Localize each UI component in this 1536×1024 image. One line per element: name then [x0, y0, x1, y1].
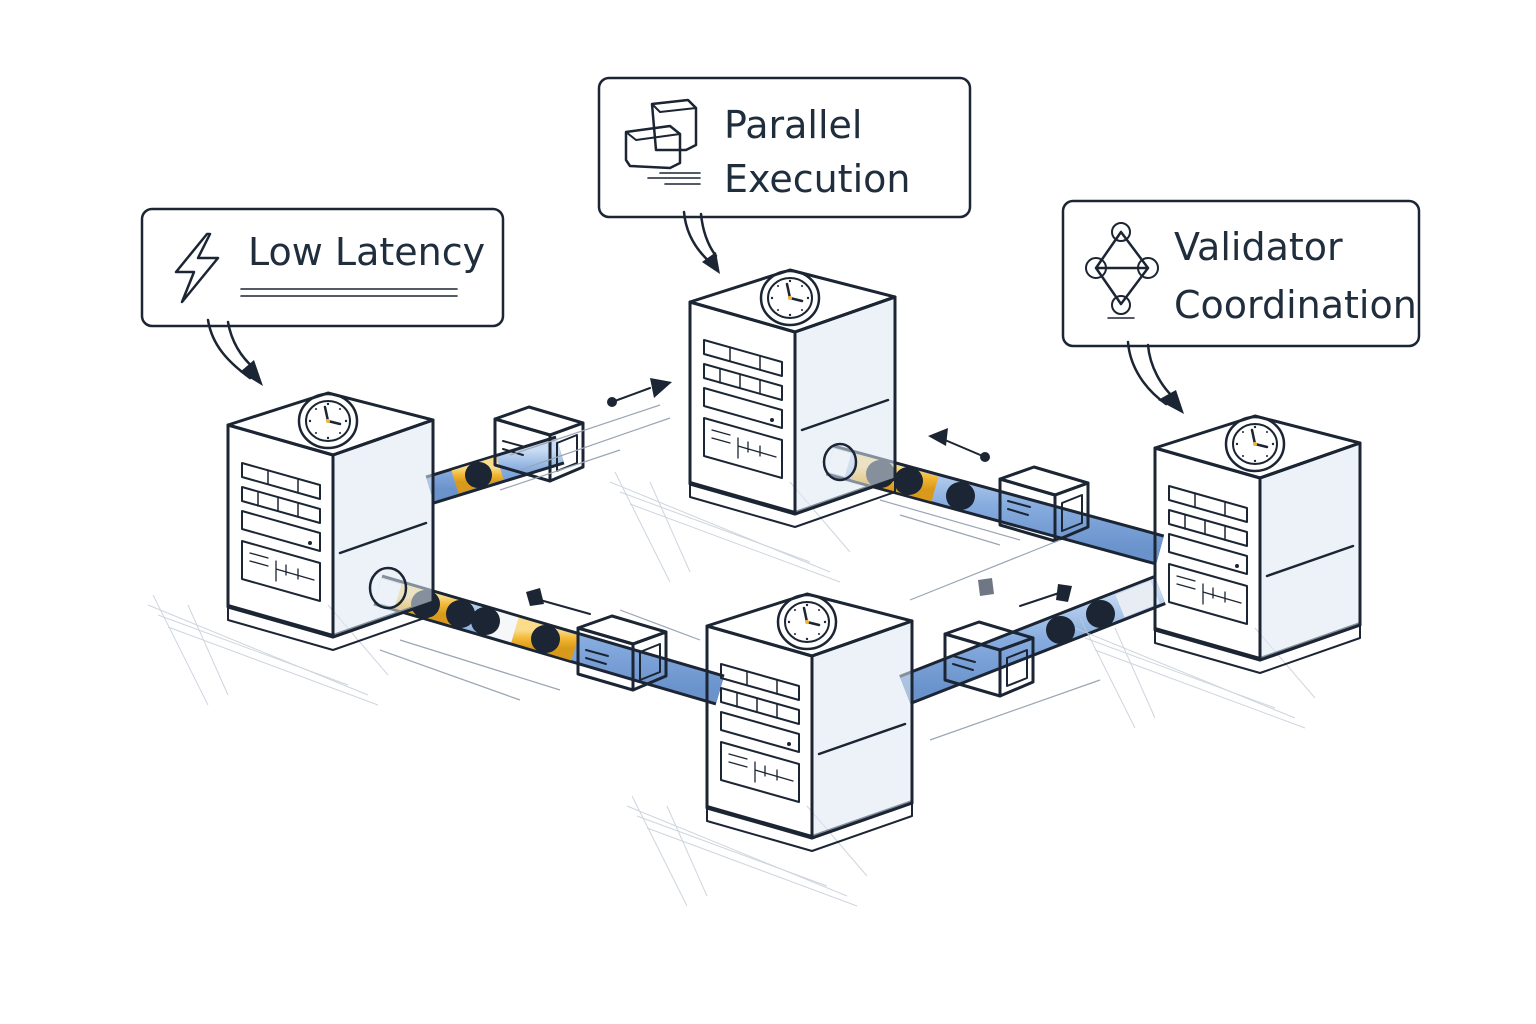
callout-pointer-arrow — [1126, 340, 1184, 414]
stacked-cubes-icon — [624, 98, 701, 185]
arrow-to-east — [978, 578, 1072, 607]
arrow-to-west — [526, 588, 591, 615]
callout-parallel-label-line2: Execution — [724, 157, 910, 201]
callout-parallel-label-line1: Parallel — [724, 103, 862, 147]
callout-low-latency-label: Low Latency — [248, 230, 485, 274]
server-node-south[interactable] — [625, 592, 914, 908]
callout-low-latency: Low Latency — [140, 207, 505, 386]
arrow-to-north — [928, 428, 990, 462]
link-west-north — [425, 378, 672, 505]
pipe-stub — [368, 442, 858, 610]
link-south-east — [899, 539, 1166, 741]
server-node-east[interactable] — [1073, 414, 1362, 730]
server-node-west[interactable] — [146, 391, 435, 707]
callout-validator-coordination: Validator Coordination — [1061, 199, 1421, 414]
callout-pointer-arrow — [682, 210, 720, 274]
callout-validator-label-line1: Validator — [1174, 225, 1343, 269]
callout-pointer-arrow — [206, 318, 263, 386]
server-node-north[interactable] — [608, 268, 897, 584]
lightning-bolt-icon — [174, 232, 220, 304]
network-nodes-icon — [1085, 222, 1159, 319]
callout-parallel-execution: Parallel Execution — [597, 76, 972, 274]
callout-validator-label-line2: Coordination — [1174, 283, 1417, 327]
arrow-to-north — [607, 378, 672, 407]
